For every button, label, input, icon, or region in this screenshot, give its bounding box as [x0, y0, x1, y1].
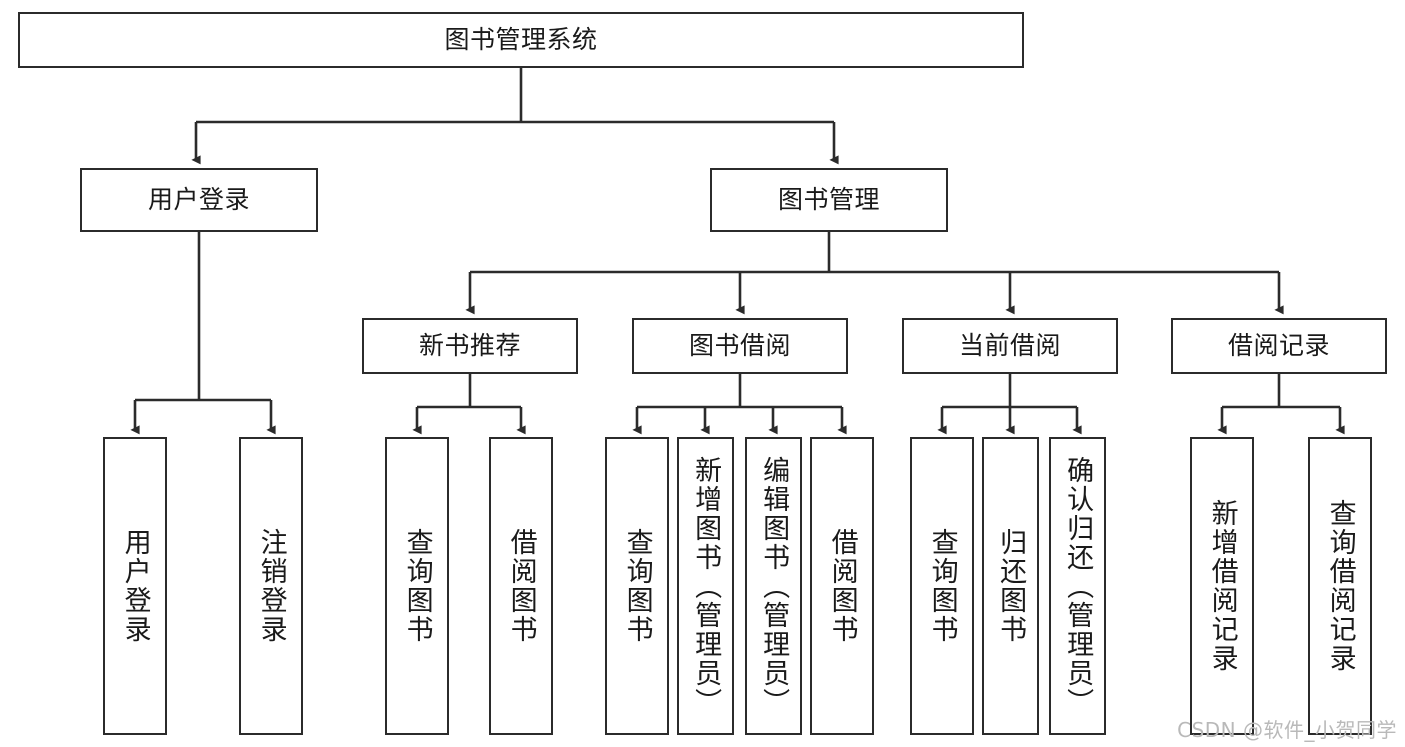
node-root-label: 图书管理系统	[444, 24, 598, 54]
node-leaf-add-borrow-record[interactable]: 新增借阅记录	[1190, 437, 1254, 735]
node-leaf-user-login-label: 用户登录	[119, 528, 151, 644]
node-leaf-edit-book-admin[interactable]: 编辑图书（管理员）	[745, 437, 802, 735]
watermark: CSDN @软件_小贺同学	[1177, 718, 1397, 742]
node-borrow-record[interactable]: 借阅记录	[1171, 318, 1387, 374]
node-root[interactable]: 图书管理系统	[18, 12, 1024, 68]
node-borrow-record-label: 借阅记录	[1227, 330, 1330, 360]
node-leaf-return-book-label: 归还图书	[995, 528, 1027, 644]
node-leaf-return-book[interactable]: 归还图书	[982, 437, 1039, 735]
node-book-manage[interactable]: 图书管理	[710, 168, 948, 232]
node-leaf-borrow-book-2-label: 借阅图书	[826, 528, 858, 644]
node-leaf-query-book-2[interactable]: 查询图书	[605, 437, 669, 735]
node-leaf-add-book-admin-label: 新增图书（管理员）	[690, 455, 722, 717]
node-leaf-confirm-return-admin[interactable]: 确认归还（管理员）	[1049, 437, 1106, 735]
node-leaf-logout-login[interactable]: 注销登录	[239, 437, 303, 735]
node-leaf-borrow-book-1[interactable]: 借阅图书	[489, 437, 553, 735]
node-leaf-user-login[interactable]: 用户登录	[103, 437, 167, 735]
node-leaf-confirm-return-admin-label: 确认归还（管理员）	[1062, 455, 1094, 717]
node-leaf-borrow-book-2[interactable]: 借阅图书	[810, 437, 874, 735]
node-leaf-query-book-1-label: 查询图书	[401, 528, 433, 644]
node-leaf-edit-book-admin-label: 编辑图书（管理员）	[758, 455, 790, 717]
node-leaf-query-book-1[interactable]: 查询图书	[385, 437, 449, 735]
node-book-manage-label: 图书管理	[777, 184, 880, 214]
node-user-login[interactable]: 用户登录	[80, 168, 318, 232]
node-leaf-query-book-3[interactable]: 查询图书	[910, 437, 974, 735]
node-leaf-add-borrow-record-label: 新增借阅记录	[1206, 499, 1238, 673]
node-current-borrow[interactable]: 当前借阅	[902, 318, 1118, 374]
node-leaf-logout-login-label: 注销登录	[255, 528, 287, 644]
node-book-borrow[interactable]: 图书借阅	[632, 318, 848, 374]
node-leaf-add-book-admin[interactable]: 新增图书（管理员）	[677, 437, 734, 735]
node-book-borrow-label: 图书借阅	[688, 330, 791, 360]
node-leaf-borrow-book-1-label: 借阅图书	[505, 528, 537, 644]
node-user-login-label: 用户登录	[147, 184, 250, 214]
node-new-book-recommend-label: 新书推荐	[418, 330, 521, 360]
node-leaf-query-book-3-label: 查询图书	[926, 528, 958, 644]
node-leaf-query-borrow-record-label: 查询借阅记录	[1324, 499, 1356, 673]
node-new-book-recommend[interactable]: 新书推荐	[362, 318, 578, 374]
node-leaf-query-borrow-record[interactable]: 查询借阅记录	[1308, 437, 1372, 735]
node-leaf-query-book-2-label: 查询图书	[621, 528, 653, 644]
node-current-borrow-label: 当前借阅	[958, 330, 1061, 360]
